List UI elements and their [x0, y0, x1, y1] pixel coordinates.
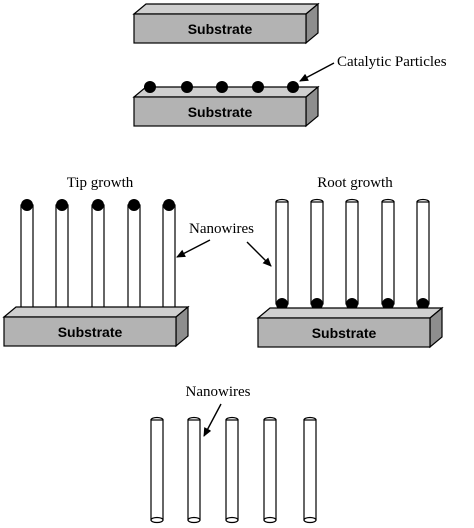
catalytic-particle	[163, 199, 175, 211]
nanowire	[187, 416, 201, 524]
nanowire	[381, 198, 395, 310]
substrate-label-root: Substrate	[312, 325, 377, 341]
catalytic-particle	[21, 199, 33, 211]
nanowires-label-middle: Nanowires	[189, 221, 254, 237]
root-growth-wires	[275, 198, 430, 310]
nanowire	[225, 416, 239, 524]
catalytic-particle	[346, 298, 358, 310]
catalytic-particle	[216, 81, 228, 93]
catalytic-particle	[311, 298, 323, 310]
nanowire	[127, 199, 141, 312]
nanowires-label-bottom: Nanowires	[186, 384, 251, 400]
catalytic-particle	[144, 81, 156, 93]
nanowire	[263, 416, 277, 524]
substrate-label-tip: Substrate	[58, 324, 123, 340]
substrate-block-root: Substrate	[256, 306, 444, 349]
nanowires-arrow-bottom	[203, 403, 222, 437]
nanowire	[275, 198, 289, 310]
catalytic-particle	[382, 298, 394, 310]
nanowire	[150, 416, 164, 524]
catalytic-particles-arrow	[299, 62, 335, 82]
nanowire	[20, 199, 34, 312]
catalytic-particle	[56, 199, 68, 211]
nanowire	[162, 199, 176, 312]
nanowire	[303, 416, 317, 524]
nanowire	[91, 199, 105, 312]
substrate-block-tip: Substrate	[2, 305, 190, 348]
tip-growth-wires	[20, 199, 176, 312]
nanowires-arrow-left	[176, 239, 211, 258]
catalytic-particle	[287, 81, 299, 93]
substrate-label-top: Substrate	[188, 21, 253, 37]
root-growth-title: Root growth	[317, 175, 393, 191]
substrate-block-top: Substrate	[132, 2, 320, 45]
catalytic-particle	[92, 199, 104, 211]
tip-growth-title: Tip growth	[67, 175, 134, 191]
catalytic-particle	[252, 81, 264, 93]
nanowire	[55, 199, 69, 312]
nanowire	[416, 198, 430, 310]
substrate-label-particles: Substrate	[188, 104, 253, 120]
catalytic-particles-label: Catalytic Particles	[337, 54, 447, 70]
catalytic-particle	[128, 199, 140, 211]
nanowire	[310, 198, 324, 310]
nanowires-arrow-right	[246, 241, 272, 267]
catalytic-particle	[181, 81, 193, 93]
free-nanowires	[150, 416, 317, 524]
catalytic-particle	[276, 298, 288, 310]
nanowire	[345, 198, 359, 310]
catalytic-particle	[417, 298, 429, 310]
substrate-block-particles: Substrate	[132, 81, 320, 128]
